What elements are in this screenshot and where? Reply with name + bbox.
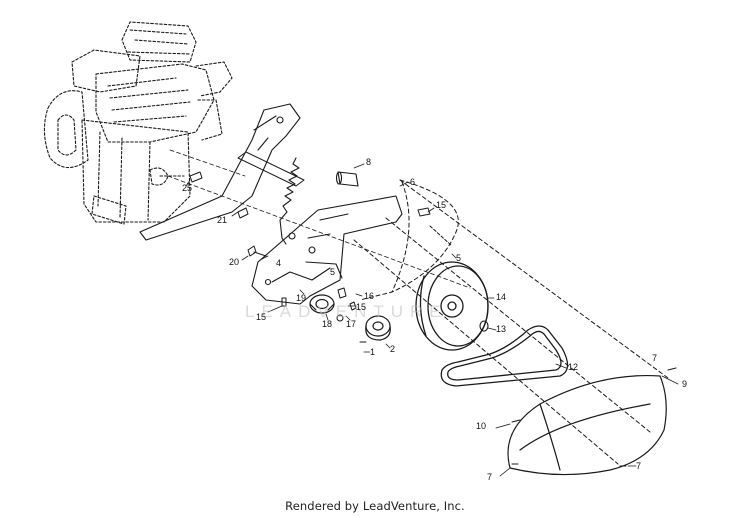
tension-spring: [279, 157, 300, 245]
callout-5-right: 5: [456, 253, 462, 263]
callout-10: 10: [476, 421, 487, 431]
shaft-guide-line: [167, 175, 471, 289]
mounting-bracket: [251, 195, 403, 305]
callout-12: 12: [568, 362, 579, 372]
hardware-fasteners: [189, 171, 677, 467]
callout-8: 8: [366, 157, 372, 167]
drive-pulley-small: [365, 315, 391, 341]
callout-19: 19: [296, 293, 307, 303]
callout-1: 1: [370, 347, 376, 357]
callout-17: 17: [346, 319, 357, 329]
washer-13: [479, 320, 489, 332]
footer-credit: Rendered by LeadVenture, Inc.: [285, 499, 465, 513]
callout-7-bottom-left: 7: [487, 472, 493, 482]
belt-guard-cover: [353, 179, 669, 465]
v-belt: [440, 325, 569, 387]
callout-14: 14: [496, 292, 507, 302]
leader-lines: [185, 163, 679, 477]
callout-13: 13: [496, 324, 507, 334]
callout-9: 9: [682, 379, 688, 389]
large-pulley: [415, 261, 489, 351]
leadventure-watermark: LEADVENTURE: [245, 302, 448, 321]
callout-5-left: 5: [330, 267, 336, 277]
pin-8: [335, 171, 359, 187]
idler-pulley: [309, 294, 335, 314]
pivot-rod: [237, 151, 305, 187]
callout-25: 25: [182, 183, 193, 193]
callout-18: 18: [322, 319, 333, 329]
pivot-arm: [139, 103, 301, 241]
engine-outline: [43, 21, 233, 225]
callout-7-top: 7: [652, 353, 658, 363]
callout-16: 16: [364, 291, 375, 301]
callout-7-bottom-right: 7: [636, 461, 642, 471]
callout-15-mid: 15: [356, 302, 367, 312]
callout-20: 20: [229, 257, 240, 267]
callout-6: 6: [410, 177, 416, 187]
callout-15-top: 15: [436, 200, 447, 210]
belt-guard-end-cap: [507, 374, 667, 476]
callout-4: 4: [276, 258, 282, 268]
callout-15-left: 15: [256, 312, 267, 322]
callout-21: 21: [217, 215, 228, 225]
callout-2: 2: [390, 344, 396, 354]
